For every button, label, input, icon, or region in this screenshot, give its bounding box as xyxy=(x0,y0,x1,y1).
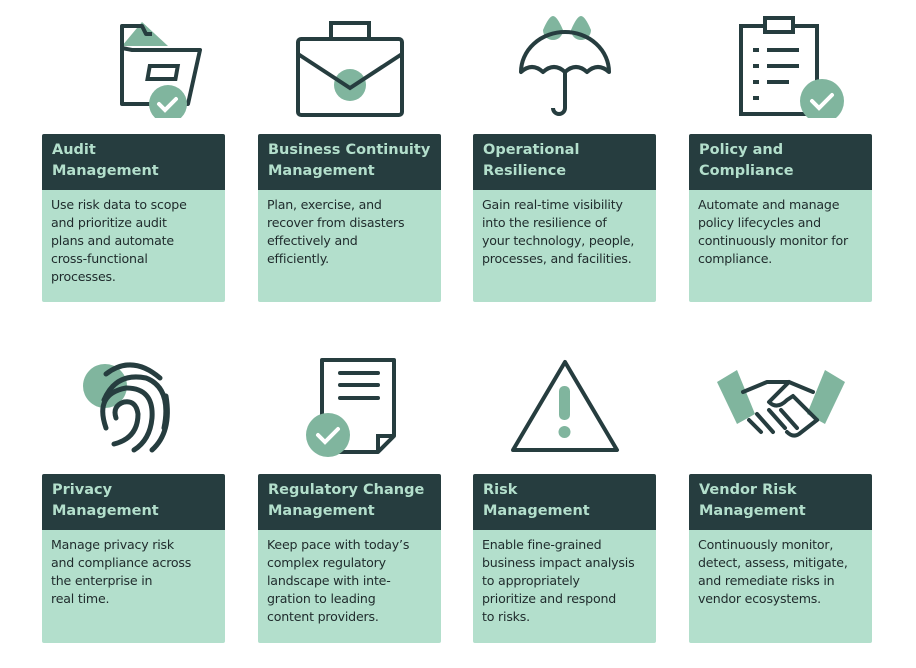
document-check-icon xyxy=(258,348,441,458)
card-description-line: and prioritize audit xyxy=(51,215,167,230)
card-description-line: Manage privacy risk xyxy=(51,537,174,552)
card-description-line: and remediate risks in xyxy=(698,573,835,588)
card-description-line: Gain real-time visibility xyxy=(482,197,623,212)
clipboard-check-icon xyxy=(689,8,872,123)
card-description-line: complex regulatory xyxy=(267,555,386,570)
card-description-line: vendor ecosystems. xyxy=(698,591,821,606)
card-description: Enable fine-grained business impact analy… xyxy=(473,530,656,643)
card-description: Use risk data to scope and prioritize aud… xyxy=(42,190,225,302)
card-description: Plan, exercise, and recover from disaster… xyxy=(258,190,441,302)
card-title-line: Regulatory Change xyxy=(268,482,425,498)
card-description-line: real time. xyxy=(51,591,110,606)
card-description-line: continuously monitor for xyxy=(698,233,849,248)
card-description-line: policy lifecycles and xyxy=(698,215,821,230)
umbrella-icon xyxy=(473,8,656,118)
card-description-line: efficiently. xyxy=(267,251,329,266)
card-title-line: Management xyxy=(699,503,806,519)
card-description: Manage privacy risk and compliance across… xyxy=(42,530,225,643)
card-description: Keep pace with today’s complex regulatory… xyxy=(258,530,441,643)
card-title-line: Management xyxy=(268,503,375,519)
card-description: Gain real-time visibility into the resili… xyxy=(473,190,656,302)
card-description-line: detect, assess, mitigate, xyxy=(698,555,848,570)
card-description-line: landscape with inte- xyxy=(267,573,391,588)
card-title-line: Management xyxy=(268,163,375,179)
card-title-line: Business Continuity xyxy=(268,142,431,158)
card-title-line: Management xyxy=(52,503,159,519)
card-description: Continuously monitor, detect, assess, mit… xyxy=(689,530,872,643)
warning-triangle-icon xyxy=(473,348,656,458)
card-description-line: cross-functional xyxy=(51,251,148,266)
card-title-line: Management xyxy=(483,503,590,519)
card-description-line: into the resilience of xyxy=(482,215,607,230)
folder-check-icon xyxy=(42,8,225,123)
card-description-line: Enable fine-grained xyxy=(482,537,602,552)
card-description: Automate and manage policy lifecycles and… xyxy=(689,190,872,302)
card-description-line: business impact analysis xyxy=(482,555,635,570)
card-description-line: compliance. xyxy=(698,251,773,266)
card-description-line: gration to leading xyxy=(267,591,376,606)
card-description-line: content providers. xyxy=(267,609,379,624)
card-title-line: Management xyxy=(52,163,159,179)
card-description-line: the enterprise in xyxy=(51,573,153,588)
card-title-line: Vendor Risk xyxy=(699,482,797,498)
card-description-line: Plan, exercise, and xyxy=(267,197,382,212)
fingerprint-icon xyxy=(42,348,225,458)
card-title-line: Privacy xyxy=(52,482,113,498)
card-title-line: Policy and xyxy=(699,142,784,158)
card-description-line: processes. xyxy=(51,269,116,284)
card-description-line: plans and automate xyxy=(51,233,174,248)
card-description-line: prioritize and respond xyxy=(482,591,617,606)
briefcase-icon xyxy=(258,8,441,118)
card-description-line: Keep pace with today’s xyxy=(267,537,410,552)
card-description-line: Continuously monitor, xyxy=(698,537,834,552)
card-description-line: to risks. xyxy=(482,609,530,624)
card-title-line: Audit xyxy=(52,142,96,158)
card-title-line: Operational xyxy=(483,142,580,158)
card-title-line: Risk xyxy=(483,482,518,498)
card-description-line: Automate and manage xyxy=(698,197,840,212)
handshake-icon xyxy=(689,348,872,458)
card-description-line: and compliance across xyxy=(51,555,192,570)
card-description-line: to appropriately xyxy=(482,573,580,588)
card-description-line: processes, and facilities. xyxy=(482,251,632,266)
card-description-line: Use risk data to scope xyxy=(51,197,187,212)
card-title-line: Compliance xyxy=(699,163,794,179)
card-description-line: your technology, people, xyxy=(482,233,635,248)
card-title-line: Resilience xyxy=(483,163,567,179)
card-description-line: recover from disasters xyxy=(267,215,405,230)
card-description-line: effectively and xyxy=(267,233,358,248)
